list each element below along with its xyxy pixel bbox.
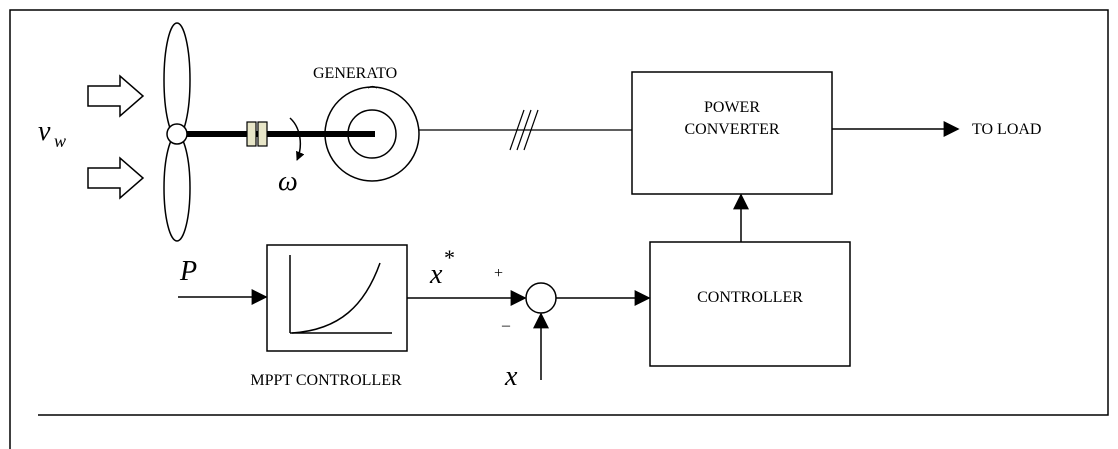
mppt-controller-block <box>266 244 408 352</box>
reference-label: x <box>429 259 443 290</box>
controller-label: CONTROLLER <box>697 289 803 306</box>
generator-label: GENERATO <box>313 65 397 82</box>
wind-arrow-lower <box>87 156 145 200</box>
outer-frame <box>9 9 1109 449</box>
summing-junction <box>525 282 557 314</box>
power-converter-block <box>631 71 833 195</box>
wind-arrow-upper <box>87 74 145 118</box>
shaft-coupling-right <box>257 121 268 147</box>
generator-rotation-tick <box>367 85 378 89</box>
shaft-coupling-left <box>246 121 257 147</box>
three-phase-tick-3 <box>523 109 539 151</box>
power-converter-label-line2: CONVERTER <box>684 121 779 138</box>
power-converter-label-line1: POWER <box>704 99 760 116</box>
plus-sign: + <box>494 265 503 282</box>
reference-superscript: * <box>444 245 455 270</box>
wind-speed-subscript: w <box>54 131 66 151</box>
rotation-arrow <box>289 117 305 161</box>
turbine-blade-upper <box>163 22 191 138</box>
wind-speed-label: v <box>38 116 51 147</box>
minus-sign: – <box>501 317 511 334</box>
turbine-hub <box>166 123 188 145</box>
power-input-label: P <box>179 256 197 287</box>
to-load-label: TO LOAD <box>972 121 1041 138</box>
three-phase-tick-1 <box>509 109 525 151</box>
three-phase-tick-2 <box>516 109 532 151</box>
feedback-label: x <box>504 361 518 392</box>
controller-block <box>649 241 851 367</box>
turbine-blade-lower <box>163 134 191 242</box>
omega-label: ω <box>278 166 298 197</box>
mppt-controller-label: MPPT CONTROLLER <box>250 372 402 389</box>
mppt-curve <box>291 262 381 334</box>
generator-inner <box>347 109 397 159</box>
